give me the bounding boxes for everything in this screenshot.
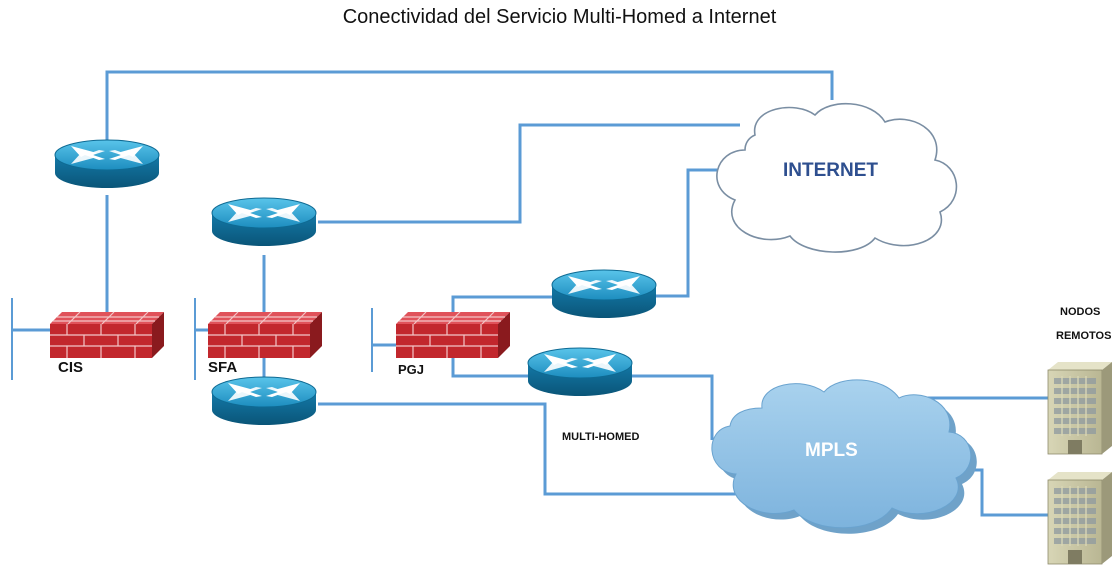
link-mpls-router-mpls	[632, 374, 714, 440]
link-pgj-firewall-mpls-router	[451, 358, 529, 378]
lan-segments	[11, 298, 373, 380]
diagram-title: Conectividad del Servicio Multi-Homed a …	[342, 6, 777, 28]
remote-nodes-label-line1: NODOS	[1060, 306, 1101, 318]
router-cis	[54, 139, 160, 189]
network-links	[12, 70, 1048, 517]
link-sfa-bottom-router-mpls	[318, 402, 736, 496]
mpls-cloud	[711, 379, 977, 534]
link-sfa-top-router-internet	[318, 123, 740, 224]
link-pgj-router-internet	[656, 168, 718, 298]
remote-nodes-label-line2: REMOTOS	[1056, 330, 1112, 342]
link-mpls-building-2	[972, 468, 1048, 517]
router-pgj-mpls	[527, 347, 633, 397]
remote-node-building-1	[1047, 361, 1113, 455]
firewall-pgj	[395, 311, 511, 359]
firewall-sfa	[207, 311, 323, 359]
multihomed-label: MULTI-HOMED	[562, 431, 640, 443]
firewall-label-pgj: PGJ	[398, 362, 425, 377]
router-sfa-internet	[211, 197, 317, 247]
remote-node-building-2	[1047, 471, 1113, 565]
router-sfa-mpls	[211, 376, 317, 426]
internet-cloud	[716, 102, 958, 253]
internet-cloud-label: INTERNET	[783, 160, 878, 181]
firewall-label-sfa: SFA	[208, 359, 238, 376]
link-cis-router-internet	[105, 70, 834, 145]
mpls-cloud-label: MPLS	[805, 440, 858, 461]
firewall-cis	[49, 311, 165, 359]
firewall-label-cis: CIS	[58, 359, 84, 376]
router-pgj-internet	[551, 269, 657, 319]
